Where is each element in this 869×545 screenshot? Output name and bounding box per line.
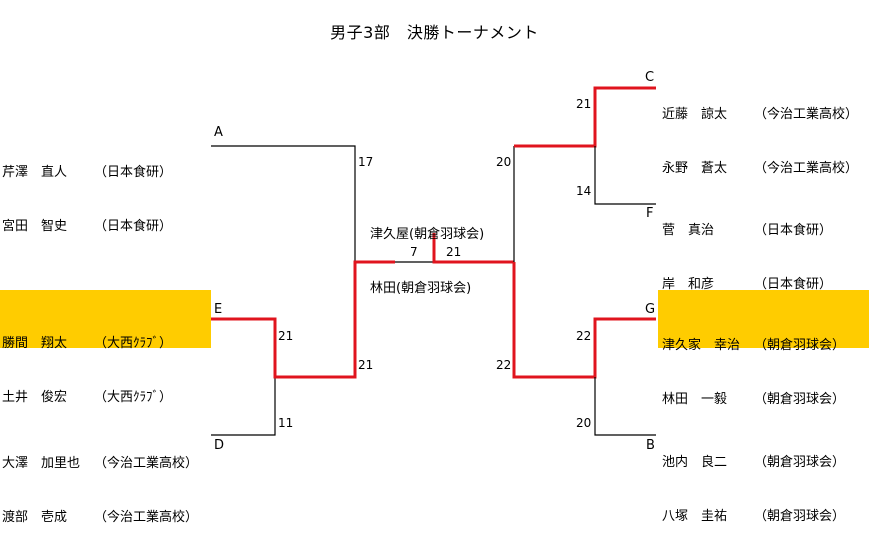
score-d: 11 <box>278 416 294 430</box>
entry-f: 菅 真治 （日本食研） 岸 和彦 （日本食研） <box>662 186 869 312</box>
entry-d: 大澤 加里也 （今治工業高校） 渡部 壱成 （今治工業高校） <box>2 419 212 545</box>
bracket-left <box>211 145 395 436</box>
slot-label-b: B <box>646 438 655 453</box>
slot-label-a: A <box>214 125 223 140</box>
player-club: （今治工業高校） <box>754 107 859 122</box>
player-name: 勝間 翔太 <box>2 336 68 351</box>
score-right-semi-top: 20 <box>496 155 512 169</box>
score-f: 14 <box>576 184 592 198</box>
score-c: 21 <box>576 97 592 111</box>
score-right-semi-bottom: 22 <box>496 358 512 372</box>
player-club: （朝倉羽球会） <box>754 509 846 524</box>
line-final-win <box>432 233 514 264</box>
entry-b: 池内 良二 （朝倉羽球会） 八塚 圭祐 （朝倉羽球会） <box>662 418 869 544</box>
player-club: （大西ｸﾗﾌﾞ） <box>94 390 173 405</box>
player-club: （大西ｸﾗﾌﾞ） <box>94 336 173 351</box>
line-e-win <box>211 260 395 379</box>
player-club: （今治工業高校） <box>94 510 199 525</box>
score-e-semi: 21 <box>358 358 374 372</box>
player-club: （朝倉羽球会） <box>754 338 846 353</box>
player-club: （朝倉羽球会） <box>754 455 846 470</box>
score-a: 17 <box>358 155 374 169</box>
line-f <box>594 146 656 205</box>
line-d <box>211 377 276 436</box>
page-title: 男子3部 決勝トーナメント <box>330 23 539 42</box>
player-name: 池内 良二 <box>662 455 728 470</box>
player-name: 土井 俊宏 <box>2 390 68 405</box>
entry-e: 勝間 翔太 （大西ｸﾗﾌﾞ） 土井 俊宏 （大西ｸﾗﾌﾞ） <box>0 290 211 405</box>
player-name: 近藤 諒太 <box>662 107 728 122</box>
champion: 津久屋(朝倉羽球会) 林田(朝倉羽球会) <box>370 190 484 316</box>
player-name: 永野 蒼太 <box>662 161 728 176</box>
slot-label-g: G <box>645 302 656 317</box>
player-club: （日本食研） <box>94 219 173 234</box>
player-name: 八塚 圭祐 <box>662 509 728 524</box>
line-g-win <box>512 262 656 379</box>
player-name: 芹澤 直人 <box>2 165 68 180</box>
champion-line-2: 林田(朝倉羽球会) <box>370 281 472 296</box>
score-final-right: 21 <box>446 245 462 259</box>
line-c-win <box>514 86 656 148</box>
bracket-lines <box>211 86 656 436</box>
player-name: 宮田 智史 <box>2 219 68 234</box>
player-name: 菅 真治 <box>662 223 715 238</box>
score-e: 21 <box>278 329 294 343</box>
line-a <box>211 145 356 262</box>
player-club: （今治工業高校） <box>94 456 199 471</box>
player-name: 津久家 幸治 <box>662 338 741 353</box>
player-club: （朝倉羽球会） <box>754 392 846 407</box>
score-g: 22 <box>576 329 592 343</box>
slot-label-e: E <box>214 302 223 317</box>
entry-a: 芹澤 直人 （日本食研） 宮田 智史 （日本食研） <box>2 128 202 254</box>
entry-g: 津久家 幸治 （朝倉羽球会） 林田 一毅 （朝倉羽球会） <box>658 290 869 407</box>
line-b <box>594 377 656 436</box>
player-club: （日本食研） <box>754 223 833 238</box>
player-name: 渡部 壱成 <box>2 510 68 525</box>
player-club: （日本食研） <box>94 165 173 180</box>
slot-label-d: D <box>214 438 225 453</box>
player-name: 岸 和彦 <box>662 277 715 292</box>
bracket-right <box>512 86 656 436</box>
champion-line-1: 津久屋(朝倉羽球会) <box>370 227 485 242</box>
score-final-left: 7 <box>410 245 418 259</box>
player-name: 大澤 加里也 <box>2 456 81 471</box>
score-b: 20 <box>576 416 592 430</box>
player-club: （今治工業高校） <box>754 161 859 176</box>
bracket-final <box>395 233 514 264</box>
entry-c: 近藤 諒太 （今治工業高校） 永野 蒼太 （今治工業高校） <box>662 70 869 196</box>
player-name: 林田 一毅 <box>662 392 728 407</box>
slot-label-f: F <box>646 206 654 221</box>
slot-label-c: C <box>645 70 655 85</box>
player-club: （日本食研） <box>754 277 833 292</box>
